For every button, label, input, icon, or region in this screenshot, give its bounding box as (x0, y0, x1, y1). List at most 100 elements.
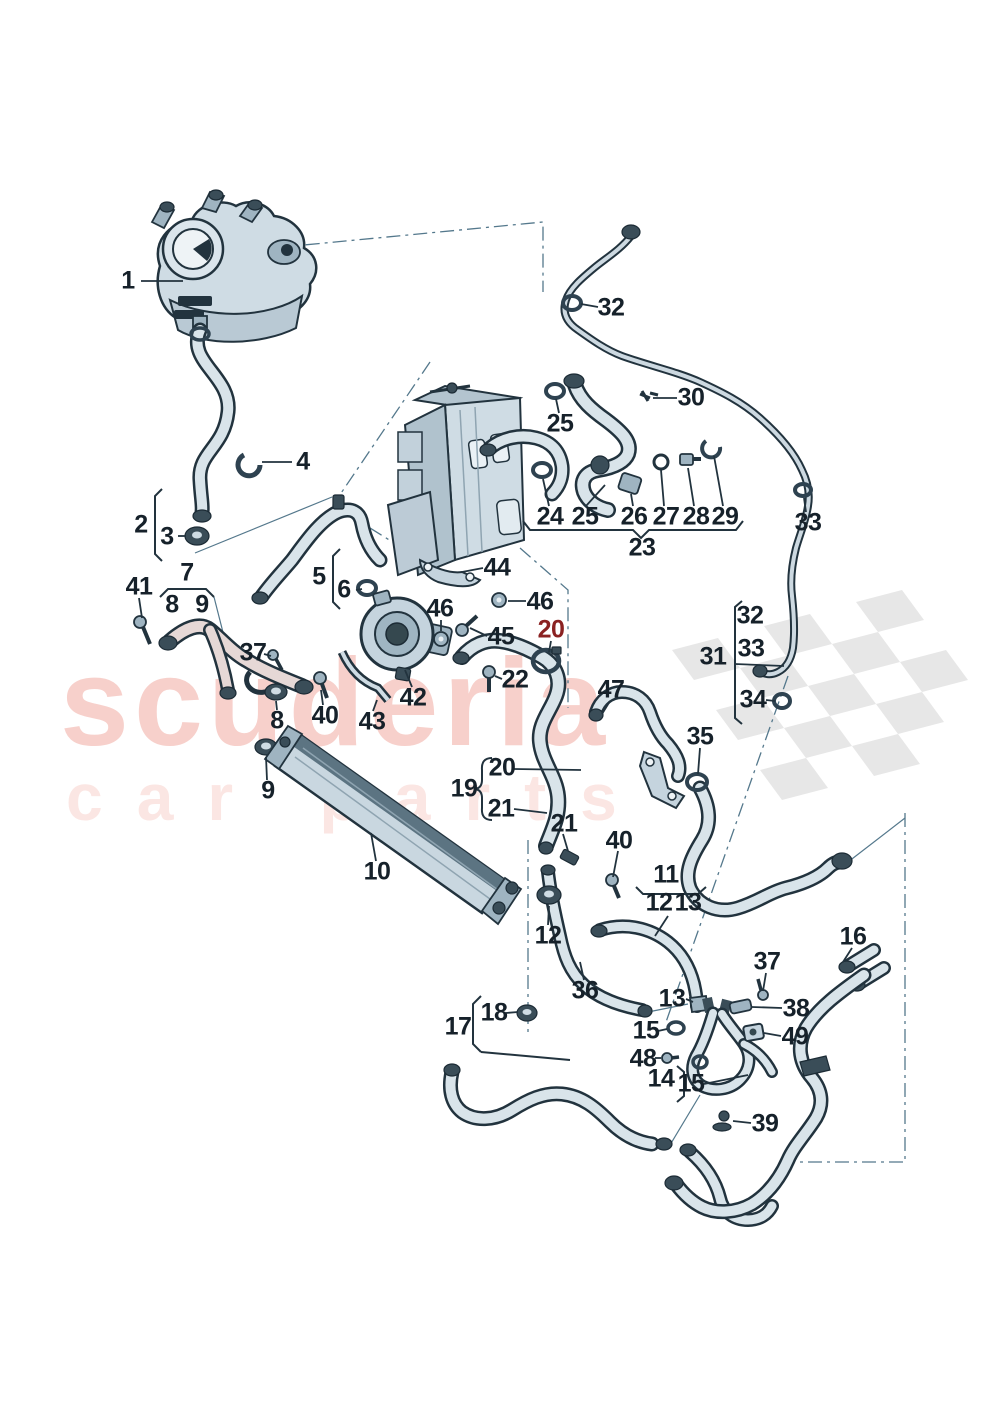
clip-30 (639, 390, 659, 402)
part-callout-43-33[interactable]: 43 (358, 707, 386, 736)
part-callout-25-3[interactable]: 25 (546, 409, 574, 438)
part-callout-37-50[interactable]: 37 (753, 947, 781, 976)
part-callout-45-24[interactable]: 45 (487, 622, 515, 651)
leader-lines (138, 280, 853, 1124)
part-callout-23-11[interactable]: 23 (628, 533, 656, 562)
part-callout-12-46[interactable]: 12 (645, 888, 673, 917)
part-callout-27-8[interactable]: 27 (652, 502, 680, 531)
grommet-12 (536, 885, 562, 905)
part-callout-5-19[interactable]: 5 (312, 562, 326, 591)
part-callout-17-55[interactable]: 17 (444, 1012, 472, 1041)
part-callout-13-52[interactable]: 13 (658, 984, 686, 1013)
part-callout-18-54[interactable]: 18 (480, 998, 508, 1027)
plug-39 (712, 1110, 732, 1132)
part-callout-12-48[interactable]: 12 (534, 921, 562, 950)
part-callout-20-40[interactable]: 20 (488, 753, 516, 782)
clip-4 (235, 452, 263, 479)
part-callout-41-18[interactable]: 41 (125, 572, 153, 601)
part-callout-11-45[interactable]: 11 (653, 860, 679, 889)
grommet-8b (264, 683, 288, 701)
part-callout-32-1[interactable]: 32 (597, 293, 625, 322)
hose-14 (661, 996, 778, 1096)
part-callout-39-61[interactable]: 39 (751, 1109, 779, 1138)
group-brackets (154, 488, 744, 1103)
part-callout-3-14[interactable]: 3 (160, 522, 174, 551)
hose-11 (590, 919, 710, 1036)
part-callout-33-30[interactable]: 33 (737, 634, 765, 663)
part-callout-9-38[interactable]: 9 (261, 776, 275, 805)
bolt-22 (482, 665, 496, 692)
part-callout-32-29[interactable]: 32 (736, 601, 764, 630)
hose-35 (680, 772, 853, 918)
bolt-40b (605, 873, 621, 899)
part-callout-13-47[interactable]: 13 (674, 888, 702, 917)
hose-16 (664, 943, 891, 1219)
part-callout-6-20[interactable]: 6 (337, 575, 351, 604)
part-callout-10-44[interactable]: 10 (363, 857, 391, 886)
clamp-15 (666, 1020, 686, 1036)
part-callout-2-13[interactable]: 2 (134, 510, 148, 539)
coolant-pipe-31 (560, 224, 813, 679)
part-callout-33-12[interactable]: 33 (794, 508, 822, 537)
part-callout-21-41[interactable]: 21 (487, 794, 515, 823)
part-callout-22-27[interactable]: 22 (501, 665, 529, 694)
fasteners-bottom (712, 978, 769, 1132)
hose-47 (588, 685, 687, 783)
part-callout-30-2[interactable]: 30 (677, 383, 705, 412)
hose-19-chain (452, 632, 621, 899)
part-callout-20-25[interactable]: 20 (537, 615, 565, 644)
part-callout-14-59[interactable]: 14 (647, 1064, 675, 1093)
part-callout-28-9[interactable]: 28 (682, 502, 710, 531)
hose-5 (251, 494, 388, 605)
part-callout-19-39[interactable]: 19 (450, 774, 478, 803)
part-callout-48-58[interactable]: 48 (629, 1044, 657, 1073)
part-callout-46-23[interactable]: 46 (526, 587, 554, 616)
y-hose-7 (158, 618, 314, 700)
bracket-44 (418, 558, 482, 588)
part-callout-16-49[interactable]: 16 (839, 922, 867, 951)
part-callout-44-21[interactable]: 44 (483, 553, 511, 582)
part-callout-25-6[interactable]: 25 (571, 502, 599, 531)
part-callout-4-4[interactable]: 4 (296, 447, 310, 476)
part-callout-26-7[interactable]: 26 (620, 502, 648, 531)
hose-group-23 (479, 373, 723, 518)
screw-48 (661, 1052, 680, 1064)
part-callout-8-16[interactable]: 8 (165, 590, 179, 619)
part-callout-37-26[interactable]: 37 (239, 638, 267, 667)
fasteners-mid (133, 592, 507, 756)
part-callout-40-34[interactable]: 40 (311, 701, 339, 730)
clip-49 (742, 1022, 765, 1042)
part-callout-24-5[interactable]: 24 (536, 502, 564, 531)
part-callout-8-35[interactable]: 8 (270, 706, 284, 735)
bolt-40a (313, 671, 329, 699)
part-callout-21-42[interactable]: 21 (550, 809, 578, 838)
part-callout-47-36[interactable]: 47 (597, 675, 625, 704)
clip-38 (728, 998, 753, 1015)
part-callout-9-17[interactable]: 9 (195, 590, 209, 619)
part-callout-1-0[interactable]: 1 (121, 266, 135, 295)
part-callout-38-53[interactable]: 38 (782, 994, 810, 1023)
part-callout-42-32[interactable]: 42 (399, 683, 427, 712)
part-callout-7-15[interactable]: 7 (180, 558, 194, 587)
grommet-18 (516, 1004, 538, 1022)
bracket-43 (337, 650, 392, 703)
nut-46b (491, 592, 507, 608)
part-callout-36-51[interactable]: 36 (571, 976, 599, 1005)
watermark-text-line1: scuderia (60, 634, 610, 772)
auxiliary-radiator (263, 724, 523, 926)
part-callout-15-56[interactable]: 15 (632, 1016, 660, 1045)
part-callout-34-31[interactable]: 34 (739, 685, 767, 714)
part-callout-46-22[interactable]: 46 (426, 594, 454, 623)
part-callout-15-60[interactable]: 15 (677, 1069, 705, 1098)
bracket-35 (638, 750, 686, 810)
part-callout-40-43[interactable]: 40 (605, 826, 633, 855)
part-callout-49-57[interactable]: 49 (781, 1022, 809, 1051)
part-callout-29-10[interactable]: 29 (711, 502, 739, 531)
part-callout-35-37[interactable]: 35 (686, 722, 714, 751)
hose-36 (536, 864, 653, 1018)
part-callout-31-28[interactable]: 31 (699, 642, 727, 671)
grommet-3 (184, 526, 210, 546)
